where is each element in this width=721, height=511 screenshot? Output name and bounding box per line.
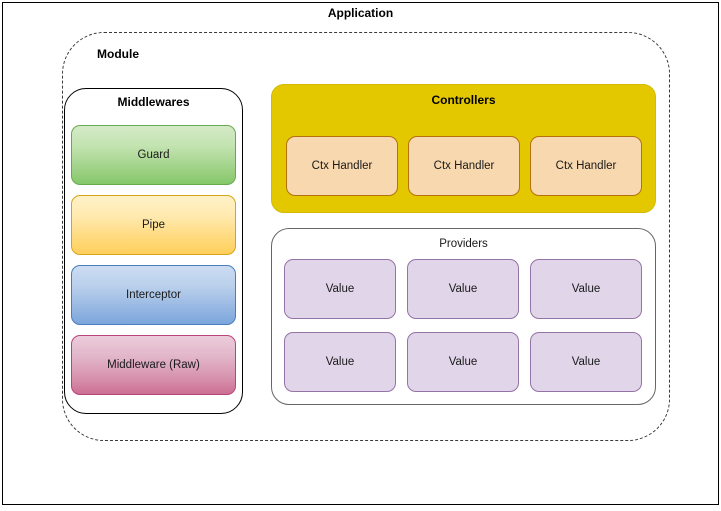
ctx-handler-2-label: Ctx Handler — [433, 160, 495, 172]
provider-value-5[interactable]: Value — [407, 332, 519, 392]
module-container — [62, 32, 670, 441]
ctx-handler-1-label: Ctx Handler — [311, 160, 373, 172]
provider-value-1-label: Value — [325, 283, 355, 295]
middlewares-list: Guard Pipe Interceptor Middleware (Raw) — [71, 125, 236, 405]
middleware-raw[interactable]: Middleware (Raw) — [71, 335, 236, 395]
middleware-guard-label: Guard — [137, 149, 170, 161]
provider-value-2[interactable]: Value — [407, 259, 519, 319]
providers-grid: Value Value Value Value Value Value — [284, 259, 642, 392]
provider-value-6[interactable]: Value — [530, 332, 642, 392]
module-title: Module — [97, 47, 139, 61]
provider-value-3-label: Value — [571, 283, 601, 295]
application-title: Application — [327, 6, 394, 20]
ctx-handler-1[interactable]: Ctx Handler — [286, 136, 398, 196]
controllers-title: Controllers — [431, 93, 496, 107]
providers-title: Providers — [439, 238, 488, 250]
provider-value-1[interactable]: Value — [284, 259, 396, 319]
provider-value-4[interactable]: Value — [284, 332, 396, 392]
middleware-pipe[interactable]: Pipe — [71, 195, 236, 255]
middleware-interceptor-label: Interceptor — [126, 289, 181, 301]
middleware-interceptor[interactable]: Interceptor — [71, 265, 236, 325]
middleware-guard[interactable]: Guard — [71, 125, 236, 185]
ctx-handler-3-label: Ctx Handler — [555, 160, 617, 172]
provider-value-2-label: Value — [448, 283, 478, 295]
ctx-handler-3[interactable]: Ctx Handler — [530, 136, 642, 196]
provider-value-5-label: Value — [448, 356, 478, 368]
provider-value-3[interactable]: Value — [530, 259, 642, 319]
provider-value-6-label: Value — [571, 356, 601, 368]
middleware-raw-label: Middleware (Raw) — [107, 359, 200, 371]
middlewares-title: Middlewares — [117, 95, 190, 109]
provider-value-4-label: Value — [325, 356, 355, 368]
ctx-handler-2[interactable]: Ctx Handler — [408, 136, 520, 196]
middleware-pipe-label: Pipe — [141, 219, 166, 231]
ctx-handler-row: Ctx Handler Ctx Handler Ctx Handler — [286, 136, 642, 196]
